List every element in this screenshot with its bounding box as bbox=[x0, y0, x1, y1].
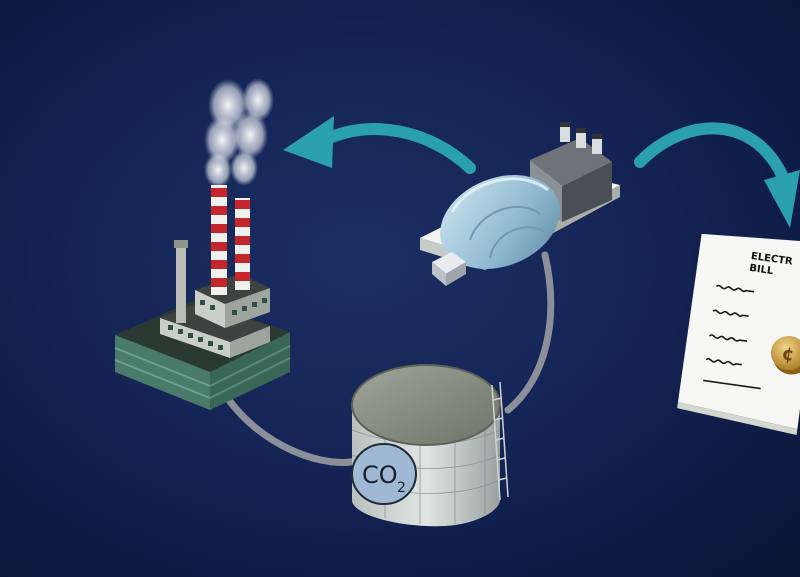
striped-chimney-left bbox=[211, 185, 227, 295]
smoke bbox=[204, 78, 274, 188]
arrow-to-factory bbox=[283, 116, 476, 174]
co2-tank-icon: CO 2 bbox=[351, 364, 509, 527]
striped-chimney-right bbox=[235, 198, 250, 290]
factory-icon bbox=[114, 78, 291, 410]
bill-scribbles bbox=[703, 284, 761, 390]
co2-label-text: CO bbox=[362, 461, 398, 489]
tank-ladder bbox=[491, 381, 509, 501]
arrow-to-bill bbox=[634, 122, 800, 228]
coin-symbol: ¢ bbox=[780, 343, 795, 366]
bill-title-line2: BILL bbox=[749, 263, 775, 277]
generator-icon bbox=[420, 122, 620, 286]
co2-label-subscript: 2 bbox=[397, 480, 406, 496]
electric-bill-icon: ELECTR BILL ¢ bbox=[677, 233, 800, 435]
co2-label: CO 2 bbox=[351, 443, 417, 505]
cycle-ring bbox=[218, 251, 555, 466]
terminals bbox=[560, 122, 602, 154]
coin-icon: ¢ bbox=[770, 336, 800, 375]
